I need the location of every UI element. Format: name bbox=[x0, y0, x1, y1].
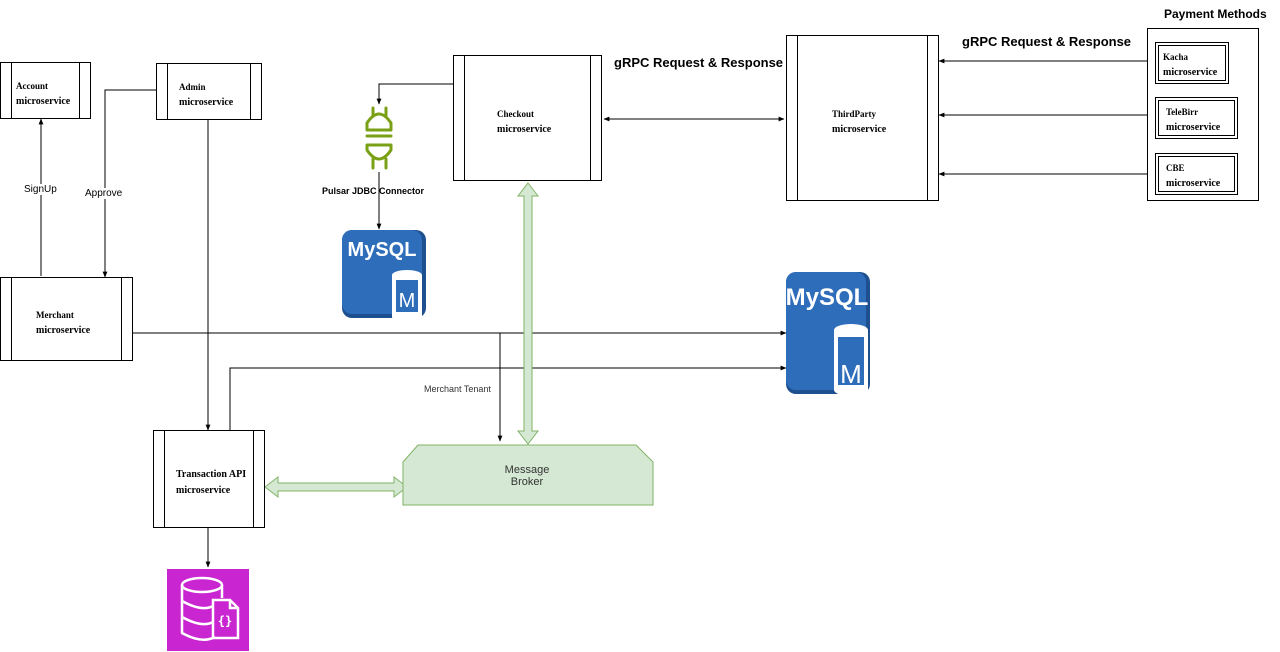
checkout-name: Checkout bbox=[497, 109, 535, 119]
transaction-broker-double-arrow bbox=[264, 475, 408, 499]
telebirr-microservice-box[interactable]: TeleBirr microservice bbox=[1155, 97, 1238, 139]
edge-checkout-to-connector bbox=[376, 83, 453, 105]
admin-type: microservice bbox=[179, 97, 234, 108]
cbe-microservice-box[interactable]: CBE microservice bbox=[1155, 153, 1238, 195]
thirdparty-type: microservice bbox=[832, 124, 887, 135]
account-type: microservice bbox=[16, 96, 71, 107]
svg-text:{}: {} bbox=[218, 614, 232, 628]
message-broker-shape bbox=[402, 444, 654, 506]
mysql-main-icon-label: MySQL bbox=[786, 284, 869, 311]
checkout-broker-double-arrow bbox=[516, 182, 540, 445]
mysql-icon-letter: M bbox=[399, 290, 416, 312]
edge-transaction-to-mysql bbox=[229, 365, 787, 431]
checkout-type: microservice bbox=[497, 124, 552, 135]
message-broker-line2: Broker bbox=[510, 476, 544, 488]
edge-admin-to-merchant bbox=[102, 89, 157, 278]
connection-lines bbox=[38, 58, 1155, 568]
admin-microservice-box[interactable]: Admin microservice bbox=[156, 63, 262, 120]
mysql-icon-label: MySQL bbox=[348, 239, 417, 261]
plug-icon bbox=[365, 106, 393, 170]
message-broker-line1: Message bbox=[504, 464, 550, 476]
cbe-type: microservice bbox=[1166, 178, 1221, 189]
grpc-checkout-label: gRPC Request & Response bbox=[614, 55, 784, 70]
grpc-thirdparty-label: gRPC Request & Response bbox=[962, 34, 1132, 49]
merchant-microservice-box[interactable]: Merchant microservice bbox=[0, 277, 133, 361]
document-database-icon: {} bbox=[167, 569, 249, 651]
telebirr-name: TeleBirr bbox=[1166, 107, 1199, 117]
merchant-type: microservice bbox=[36, 325, 91, 336]
kacha-type: microservice bbox=[1163, 67, 1218, 78]
message-broker-label: Message Broker bbox=[402, 464, 652, 488]
account-microservice-box[interactable]: Account microservice bbox=[0, 62, 91, 119]
thirdparty-name: ThirdParty bbox=[832, 109, 876, 119]
merchant-tenant-label: Merchant Tenant bbox=[424, 384, 491, 394]
kacha-microservice-box[interactable]: Kacha microservice bbox=[1155, 42, 1229, 84]
mysql-icon: MySQL M bbox=[342, 230, 426, 322]
transaction-name: Transaction API bbox=[176, 469, 247, 480]
pulsar-connector-label: Pulsar JDBC Connector bbox=[322, 186, 425, 196]
signup-label: SignUp bbox=[24, 184, 57, 195]
kacha-name: Kacha bbox=[1163, 52, 1189, 62]
thirdparty-microservice-box[interactable]: ThirdParty microservice bbox=[786, 35, 939, 201]
telebirr-type: microservice bbox=[1166, 122, 1221, 133]
mysql-main-icon: MySQL M bbox=[786, 272, 870, 396]
approve-label: Approve bbox=[85, 188, 123, 199]
merchant-name: Merchant bbox=[36, 310, 74, 320]
payment-methods-title: Payment Methods bbox=[1164, 7, 1267, 21]
checkout-microservice-box[interactable]: Checkout microservice bbox=[453, 55, 602, 181]
cbe-name: CBE bbox=[1166, 163, 1185, 173]
mysql-main-icon-letter: M bbox=[840, 359, 862, 389]
transaction-type: microservice bbox=[176, 485, 231, 496]
account-name: Account bbox=[16, 81, 48, 91]
transaction-api-microservice-box[interactable]: Transaction API microservice bbox=[153, 430, 265, 528]
admin-name: Admin bbox=[179, 82, 206, 92]
